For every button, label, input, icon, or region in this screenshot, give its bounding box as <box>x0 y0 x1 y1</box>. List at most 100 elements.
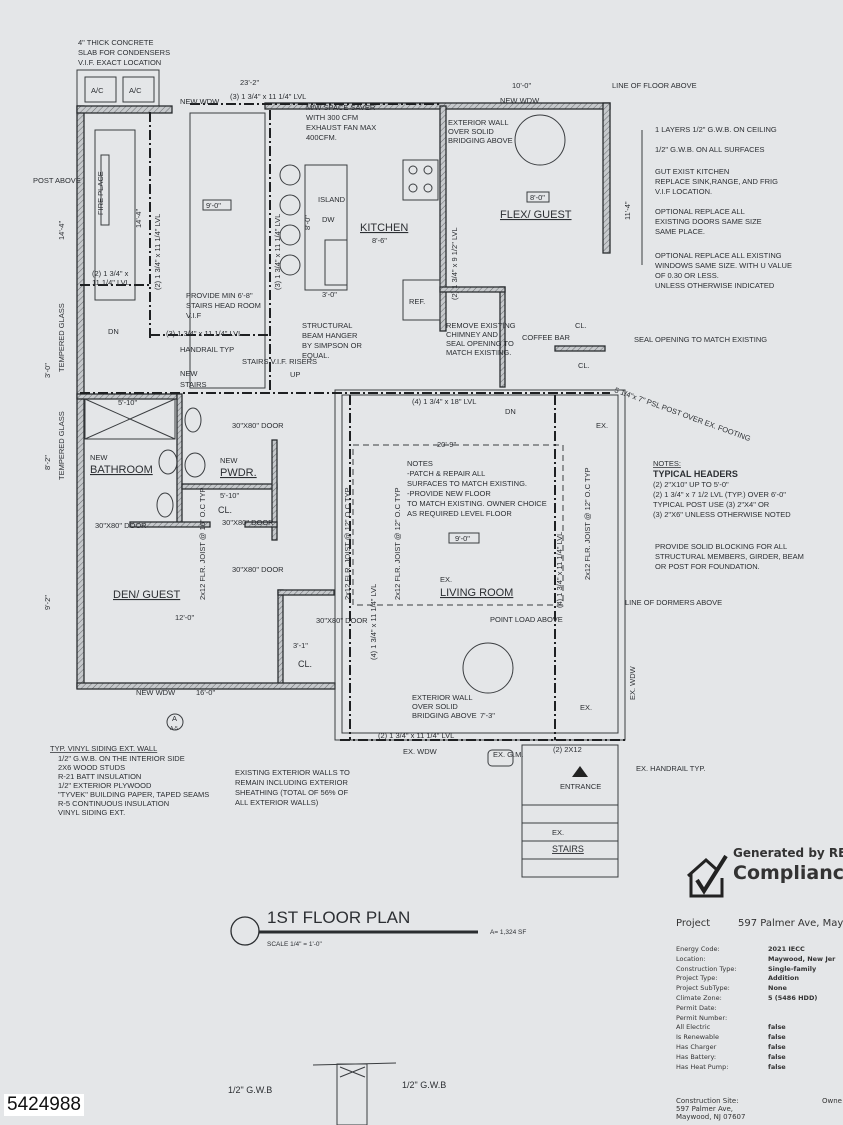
rescheck-row: Has Battery:false <box>676 1053 843 1061</box>
plan-label: BRIDGING ABOVE <box>448 136 513 145</box>
plan-label: NEW WDW <box>136 688 176 697</box>
plan-label: A/C <box>129 86 142 95</box>
plan-label: ISLAND <box>318 195 346 204</box>
plan-label: EQUAL. <box>302 351 330 360</box>
plan-label: POINT LOAD ABOVE <box>490 615 563 624</box>
plan-label: KITCHEN <box>360 222 408 234</box>
rescheck-row: Project SubType: None <box>676 984 843 992</box>
fireplace-room: FIRE PLACE 9'-0" POST ABOVE (2) 1 3/4" x… <box>33 78 362 389</box>
rescheck-row: Climate Zone:5 (5486 HDD) <box>676 994 843 1002</box>
right-notes: 1 LAYERS 1/2" G.W.B. ON CEILING 1/2" G.W… <box>641 125 792 290</box>
plan-label: GUT EXIST KITCHEN <box>655 167 729 176</box>
plan-label: 10'-0" <box>512 81 531 90</box>
plan-label: 30"X80" DOOR <box>232 421 284 430</box>
plan-label: CL. <box>298 659 312 669</box>
plan-label: SLAB FOR CONDENSERS <box>78 48 170 57</box>
plan-label: TO MATCH EXISTING. OWNER CHOICE <box>407 499 547 508</box>
plan-label: STAIRS <box>180 380 207 389</box>
generated-by: Generated by RES <box>733 846 843 860</box>
plan-label: DN <box>108 327 119 336</box>
plan-label: 8'-0" <box>530 193 545 202</box>
plan-label: CL. <box>218 505 232 515</box>
plan-label: A/C <box>91 86 104 95</box>
row-value: Addition <box>768 974 799 983</box>
plan-label: LINE OF DORMERS ABOVE <box>625 598 722 607</box>
plan-label: NEW WDW <box>500 96 540 105</box>
plan-label: CL. <box>578 361 590 370</box>
plan-label: EX. <box>440 575 452 584</box>
plan-label: OF 0.30 OR LESS. <box>655 271 719 280</box>
plan-label: 5'-10" <box>118 398 137 407</box>
plan-label: 23'-2" <box>240 78 259 87</box>
plan-label: 14'-4" <box>134 209 143 228</box>
plan-label: WITH 300 CFM <box>306 113 358 122</box>
plan-label: BEAM HANGER <box>302 331 358 340</box>
plan-label: EXISTING EXTERIOR WALLS TO <box>235 768 350 777</box>
plan-label: FLEX/ GUEST <box>500 209 572 221</box>
plan-title: 1ST FLOOR PLAN <box>267 908 410 927</box>
plan-label: 1/2" G.W.B. ON ALL SURFACES <box>655 145 765 154</box>
plan-label: OPTIONAL REPLACE ALL <box>655 207 745 216</box>
plan-label: M/W SPACE SAVER <box>306 103 376 112</box>
plan-label: 11'-4" <box>623 201 632 220</box>
brand-name: Complianc <box>733 862 843 884</box>
plan-label: EX. <box>580 703 592 712</box>
construction-site: Construction Site: 597 Palmer Ave, Maywo… <box>676 1097 746 1121</box>
plan-label: OVER SOLID <box>448 127 494 136</box>
plan-label: 1/2" G.W.B <box>228 1085 272 1095</box>
plan-label: BY SIMPSON OR <box>302 341 362 350</box>
plan-label: ALL EXTERIOR WALLS) <box>235 798 319 807</box>
plan-label: POST ABOVE <box>33 176 81 185</box>
plan-label: NEW <box>180 369 198 378</box>
plan-label: (3) 2"X6" UNLESS OTHERWISE NOTED <box>653 510 791 519</box>
plan-label: TYPICAL HEADERS <box>653 469 738 479</box>
plan-label: EX. G.M. <box>493 750 523 759</box>
row-value: None <box>768 984 787 993</box>
plan-label: A <box>172 714 177 723</box>
plan-label: 4" THICK CONCRETE <box>78 38 153 47</box>
row-label: Permit Number: <box>676 1013 728 1022</box>
plan-label: ENTRANCE <box>560 782 601 791</box>
plan-label: 5 1/4"x 7" PSL POST OVER EX. FOOTING <box>613 385 752 443</box>
plan-label: LIVING ROOM <box>440 587 513 599</box>
row-value: 2021 IECC <box>768 945 805 953</box>
plan-label: EXHAUST FAN MAX <box>306 123 376 132</box>
plan-label: EX. HANDRAIL TYP. <box>636 764 705 773</box>
plan-label: 7'-3" <box>480 711 495 720</box>
plan-label: 1/2" EXTERIOR PLYWOOD <box>58 781 152 790</box>
plan-label: EX. <box>596 421 608 430</box>
plan-label: SEAL OPENING TO <box>446 339 514 348</box>
plan-label: SCALE 1/4" = 1'-0" <box>267 941 323 948</box>
plan-label: PROVIDE MIN 6'-8" <box>186 291 253 300</box>
plan-label: 1/2" G.W.B. ON THE INTERIOR SIDE <box>58 754 185 763</box>
plan-label: 30"X80" DOOR <box>222 518 274 527</box>
plan-label: SHEATHING (TOTAL OF 56% OF <box>235 788 348 797</box>
plan-label: (2) 1 3/4" x <box>92 269 129 278</box>
row-label: Construction Type: <box>676 964 737 973</box>
plan-label: 2X6 WOOD STUDS <box>58 763 125 772</box>
plan-label: TYPICAL POST USE (3) 2"X4" OR <box>653 500 770 509</box>
plan-label: BATHROOM <box>90 464 153 476</box>
row-label: Has Battery: <box>676 1052 717 1061</box>
row-label: Project SubType: <box>676 984 730 993</box>
plan-label: 8'-2" <box>43 455 52 470</box>
plan-label: 8'-6" <box>372 236 387 245</box>
project-label: Project <box>676 918 711 929</box>
plan-label: COFFEE BAR <box>522 333 571 342</box>
rescheck-row: Energy Code: 2021 IECC <box>676 945 843 953</box>
plan-label: 8'-0" <box>303 215 312 230</box>
rescheck-row: Permit Number: <box>676 1014 843 1022</box>
listing-id-watermark: 5424988 <box>4 1094 84 1116</box>
row-label: Energy Code: <box>676 945 720 953</box>
row-label: All Electric <box>676 1023 711 1032</box>
plan-label: 11 1/4" LVL <box>92 278 130 287</box>
plan-label: (2) 2"X10" UP TO 5'-0" <box>653 480 729 489</box>
plan-label: CHIMNEY AND <box>446 330 499 339</box>
rescheck-row: Project Type:Addition <box>676 974 843 982</box>
plan-label: EX. WDW <box>628 665 637 700</box>
row-label: Has Charger <box>676 1043 717 1051</box>
